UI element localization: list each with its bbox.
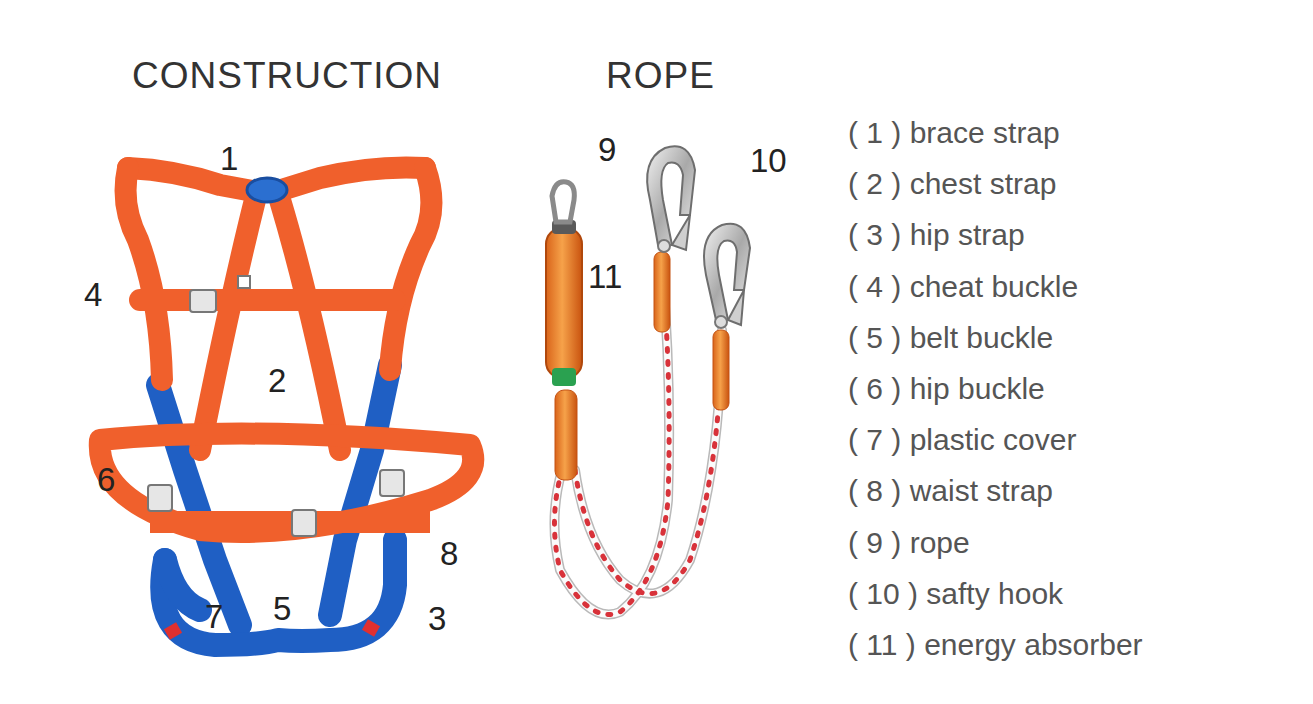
callout-number: 3 <box>428 602 446 635</box>
leg-strap <box>158 365 395 645</box>
brace-strap <box>100 167 473 532</box>
callout-number: 9 <box>598 133 616 166</box>
legend-item: ( 1 ) brace strap <box>848 118 1060 148</box>
section-heading: CONSTRUCTION <box>132 57 442 94</box>
waist-strap <box>150 511 430 533</box>
callout-number: 1 <box>220 142 238 175</box>
legend-item: ( 11 ) energy absorber <box>848 630 1143 660</box>
plastic-cover <box>362 619 380 636</box>
callout-number: 2 <box>268 364 286 397</box>
callout-number: 5 <box>273 592 291 625</box>
section-heading: ROPE <box>606 57 715 94</box>
legend-item: ( 10 ) safty hook <box>848 579 1063 609</box>
legend-item: ( 5 ) belt buckle <box>848 323 1053 353</box>
legend-item: ( 2 ) chest strap <box>848 169 1056 199</box>
legend-item: ( 4 ) cheat buckle <box>848 272 1078 302</box>
back-ring <box>247 178 287 202</box>
legend-item: ( 8 ) waist strap <box>848 476 1053 506</box>
legend-item: ( 7 ) plastic cover <box>848 425 1076 455</box>
plastic-cover <box>164 622 182 639</box>
callout-number: 11 <box>588 260 622 293</box>
callout-number: 7 <box>205 600 223 633</box>
callout-number: 6 <box>97 463 115 496</box>
safety-hook <box>647 146 750 328</box>
legend-item: ( 9 ) rope <box>848 528 970 558</box>
callout-number: 8 <box>440 537 458 570</box>
carabiner <box>552 182 574 222</box>
energy-absorber <box>546 228 582 378</box>
callout-number: 10 <box>750 144 787 177</box>
buckle <box>148 276 404 536</box>
legend-item: ( 3 ) hip strap <box>848 220 1025 250</box>
callout-number: 4 <box>84 278 102 311</box>
legend-item: ( 6 ) hip buckle <box>848 374 1045 404</box>
absorber-collar <box>552 368 576 386</box>
